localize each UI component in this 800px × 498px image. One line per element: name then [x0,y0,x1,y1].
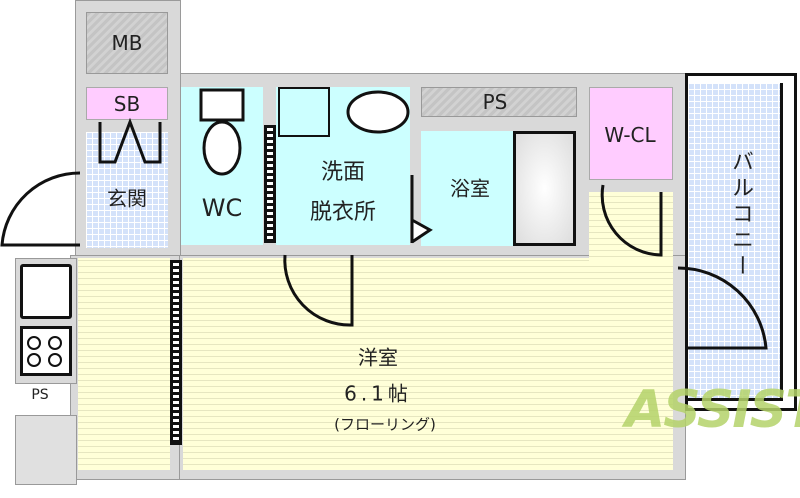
bathtub [513,131,576,246]
room-size: 6.1帖 [344,381,412,406]
bath-label: 浴室 [450,176,490,201]
burner-icon [27,336,41,350]
pipe-space [421,87,577,117]
washbasin-icon [346,90,410,134]
toilet-tank-icon [199,88,245,122]
sliding-door[interactable] [170,260,182,445]
wc-label: WC [201,194,243,222]
burner-icon [48,336,62,350]
shoe-box [86,87,168,120]
sink-icon [20,264,72,319]
western-room [183,258,673,470]
western-room-left [78,258,170,470]
bath-door-icon [410,175,433,244]
washroom-label-2: 脱衣所 [309,200,377,225]
balcony-label: バルコニー [728,150,753,280]
burner-icon [48,353,62,367]
watermark-logo: ASSIST [625,380,800,440]
meter-box [86,12,168,74]
ps-kitchen-label: PS [31,387,49,403]
room-label: 洋室 [358,345,398,370]
balcony-door-icon [677,266,768,350]
wcl-label: W-CL [604,123,656,147]
stove-icon [20,326,72,376]
closet-door-icon [600,184,663,257]
sb-label: SB [113,92,141,116]
entrance-door-icon [0,171,81,247]
ps-top-label: PS [482,90,508,114]
mb-label: MB [111,31,143,55]
flooring-label: (フローリング) [334,415,436,434]
kitchen-storage [15,415,77,485]
wc-sliding-door[interactable] [264,125,276,243]
entrance-label: 玄関 [107,186,147,211]
washing-machine-icon [278,87,330,137]
walk-in-closet [589,87,673,180]
toilet-bowl-icon [202,120,242,176]
shoe-cabinet-door-icon [98,117,162,164]
washroom-door-icon [283,254,354,327]
washroom-label-1: 洗面 [320,160,366,185]
burner-icon [27,353,41,367]
